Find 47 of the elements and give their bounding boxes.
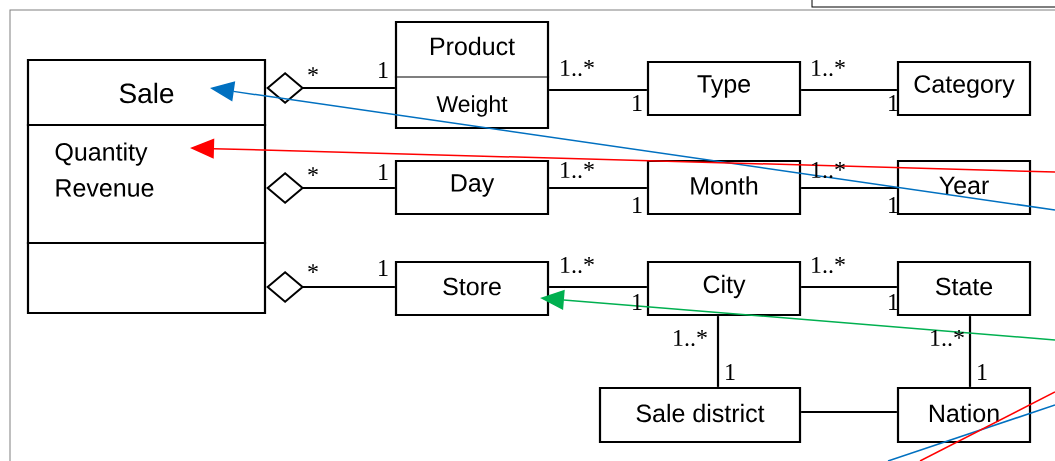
association-line: [801, 410, 897, 414]
multiplicity-label: 1..*: [812, 59, 845, 77]
association-line: [968, 316, 972, 387]
multiplicity-label: 1: [379, 62, 388, 78]
association-line: [801, 186, 897, 190]
association-line: [549, 285, 647, 289]
class-box: State: [896, 260, 1032, 317]
multiplicity-label: 1: [978, 364, 987, 380]
class-box: Year: [896, 159, 1032, 216]
multiplicity-label: 1: [379, 164, 388, 180]
multiplicity-label: *: [308, 167, 318, 176]
class-box: Nation: [896, 386, 1032, 444]
class-box: Store: [394, 260, 550, 317]
multiplicity-label: 1..*: [561, 161, 594, 179]
class-box: Day: [394, 159, 550, 216]
leader-line: [887, 404, 1055, 461]
class-box: City: [646, 260, 802, 317]
aggregation-line: [266, 172, 395, 204]
multiplicity-label: 1: [889, 95, 898, 111]
multiplicity-label: 1: [889, 197, 898, 213]
multiplicity-label: 1..*: [674, 329, 707, 347]
multiplicity-label: 1..*: [561, 256, 594, 274]
class-box: Category: [896, 60, 1032, 117]
multiplicity-label: 1..*: [561, 59, 594, 77]
multiplicity-label: 1: [633, 95, 642, 111]
aggregation-line: [266, 271, 395, 303]
class-box: Sale district: [598, 386, 802, 444]
association-line: [801, 88, 897, 92]
association-line: [801, 285, 897, 289]
leader-line: [919, 391, 1055, 461]
multiplicity-label: 1: [726, 364, 735, 380]
class-box: Type: [646, 60, 802, 117]
multiplicity-label: *: [308, 264, 318, 273]
multiplicity-label: *: [308, 67, 318, 76]
multiplicity-label: 1: [889, 294, 898, 310]
association-line: [716, 316, 720, 387]
multiplicity-label: 1: [379, 260, 388, 276]
association-line: [549, 88, 647, 92]
multiplicity-label: 1..*: [931, 329, 964, 347]
multiplicity-label: 1..*: [812, 256, 845, 274]
multiplicity-label: 1: [633, 197, 642, 213]
class-box: Sale Quantity Revenue: [26, 58, 267, 315]
association-line: [549, 186, 647, 190]
class-box: Product Weight: [394, 20, 550, 130]
aggregation-line: [266, 72, 395, 104]
multiplicity-label: 1..*: [812, 161, 845, 179]
class-box: Month: [646, 159, 802, 216]
